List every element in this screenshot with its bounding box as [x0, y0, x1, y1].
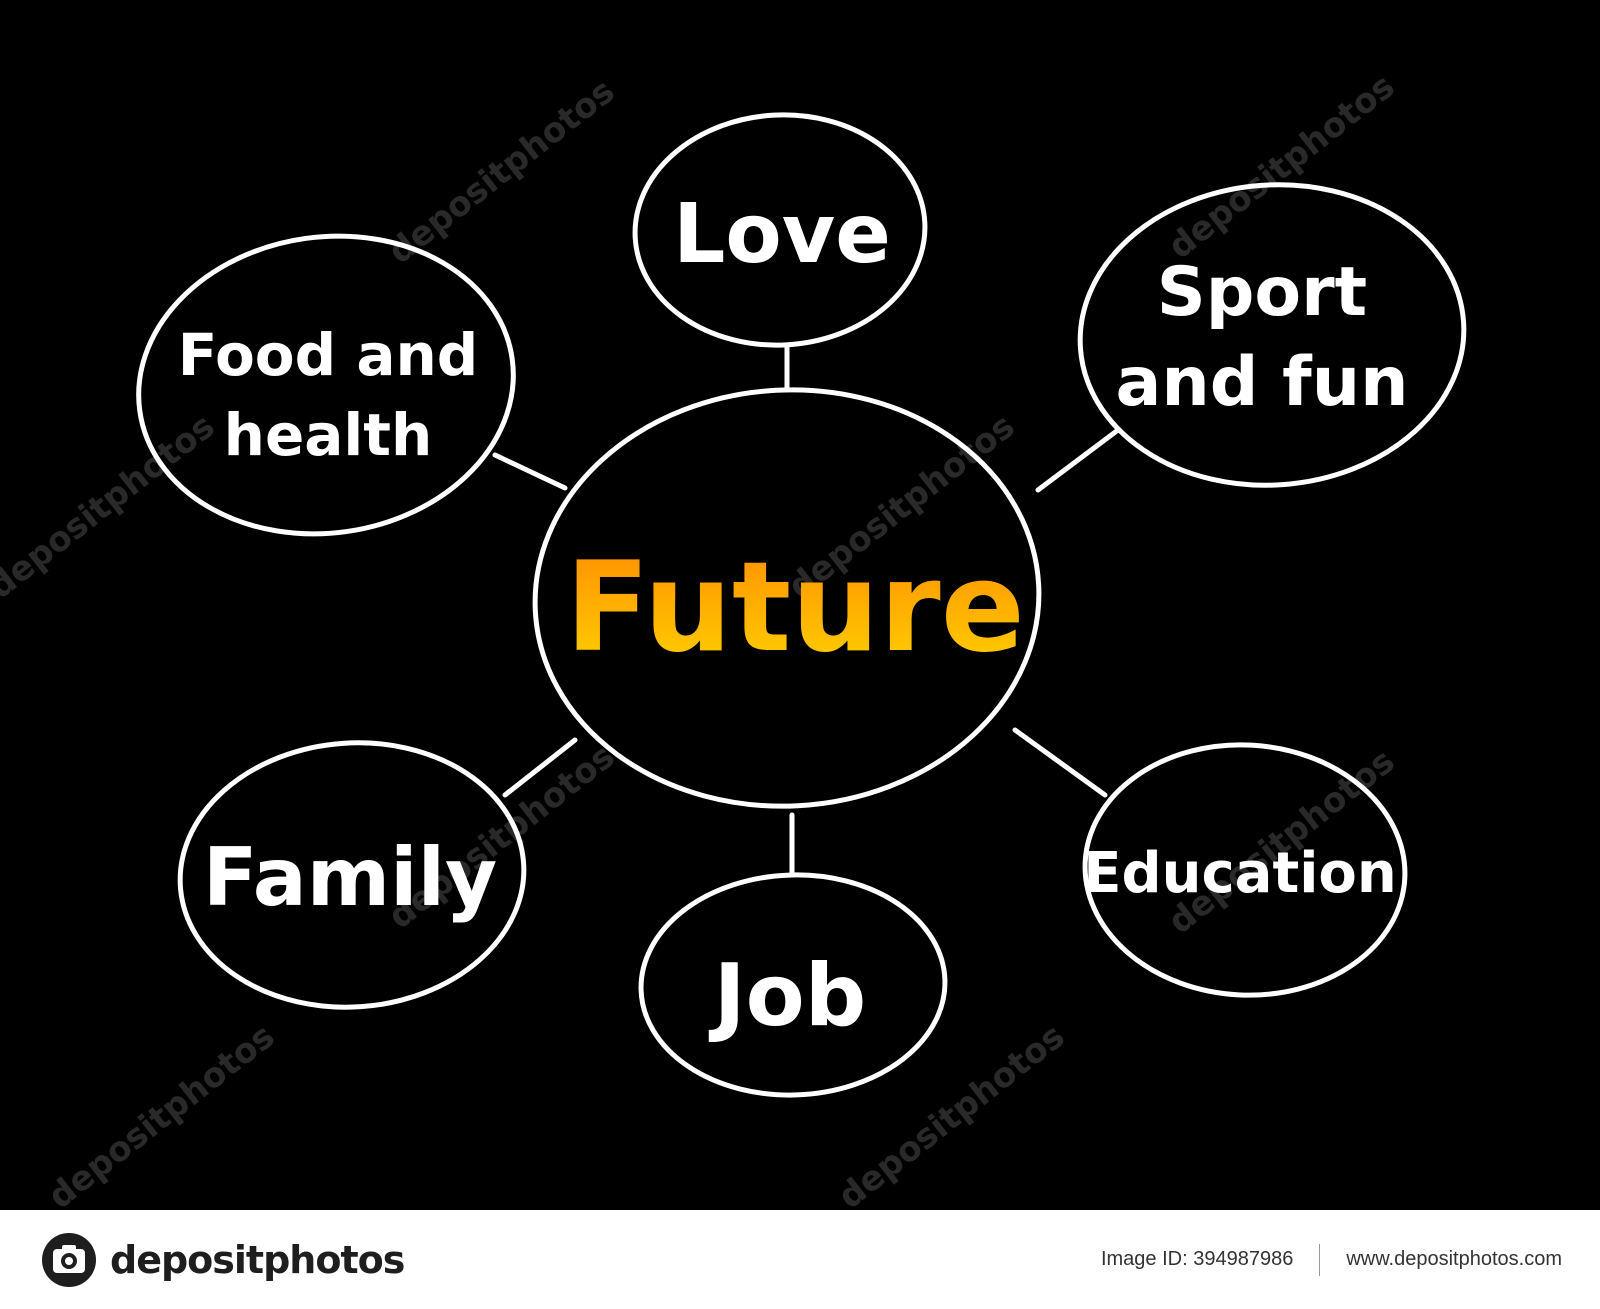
node-food-label-line2: health [224, 401, 433, 469]
node-outline-layer [136, 112, 1467, 1098]
camera-logo-icon [42, 1232, 96, 1287]
mind-map: depositphotos depositphotos depositphoto… [0, 66, 1467, 1217]
node-family-label: Family [203, 831, 497, 924]
watermark-text: depositphotos [381, 71, 622, 272]
connector-education [1012, 727, 1108, 798]
node-love-outline [632, 112, 928, 348]
node-love-label: Love [673, 187, 891, 282]
watermark-text: depositphotos [0, 406, 222, 607]
brand-logo[interactable]: depositphotos [40, 1231, 405, 1289]
connector-layer [492, 342, 1121, 878]
node-sport-label-line1: Sport [1157, 253, 1367, 332]
connector-food [492, 452, 568, 491]
node-food-label-line1: Food and [178, 321, 479, 389]
footer-bar: depositphotos Image ID: 394987986 www.de… [0, 1210, 1600, 1309]
connector-sport [1035, 427, 1121, 493]
site-url[interactable]: www.depositphotos.com [1346, 1248, 1562, 1270]
node-family-outline [177, 740, 527, 1010]
node-sport-outline [1077, 182, 1467, 488]
node-education-label: Education [1083, 841, 1397, 906]
center-node-label: Future [565, 536, 1025, 680]
image-id: Image ID: 394987986 [1100, 1248, 1294, 1270]
node-job-outline [638, 872, 948, 1098]
node-education-outline [1082, 742, 1408, 998]
footer-meta: Image ID: 394987986 www.depositphotos.co… [1100, 1243, 1562, 1276]
center-node-outline [532, 387, 1042, 809]
footer-divider [1319, 1243, 1321, 1276]
node-sport-label-line2: and fun [1115, 343, 1408, 422]
brand-name: depositphotos [110, 1237, 405, 1282]
connector-family [502, 737, 578, 798]
watermark-text: depositphotos [831, 1016, 1072, 1210]
watermark-text: depositphotos [41, 1016, 282, 1210]
node-food-outline [136, 233, 516, 537]
node-job-label: Job [709, 946, 867, 1046]
diagram-canvas: depositphotos depositphotos depositphoto… [0, 66, 1467, 1218]
watermark-text: depositphotos [1161, 66, 1402, 267]
